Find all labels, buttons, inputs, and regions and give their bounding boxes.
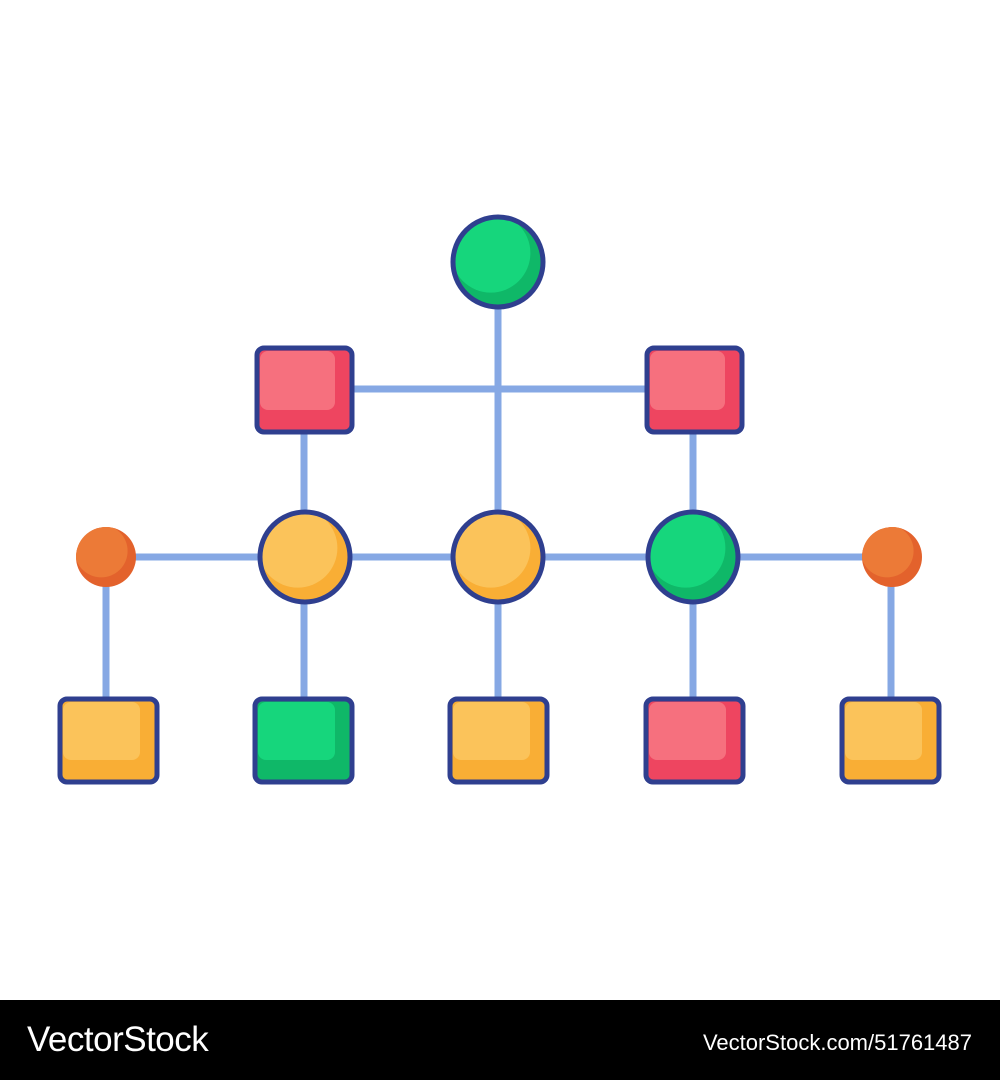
node-leaf-2 xyxy=(252,696,355,785)
node-leaf-4 xyxy=(643,696,746,785)
node-leaf-3 xyxy=(447,696,550,785)
node-left-dot xyxy=(76,527,136,587)
image-url-text: VectorStock.com/51761487 xyxy=(702,1030,972,1055)
node-right-dot xyxy=(862,527,922,587)
node-root xyxy=(450,214,546,310)
node-leaf-1 xyxy=(57,696,160,785)
node-circle-3 xyxy=(645,509,741,605)
node-mid-left-square xyxy=(254,345,355,435)
node-circle-2 xyxy=(450,509,546,605)
connector-lines xyxy=(102,305,895,700)
node-circle-1 xyxy=(257,509,353,605)
hierarchy-diagram xyxy=(57,214,942,785)
brand-logo-text: VectorStock xyxy=(27,1020,209,1059)
diagram-nodes xyxy=(57,214,942,785)
node-leaf-5 xyxy=(839,696,942,785)
diagram-canvas xyxy=(57,214,942,785)
node-mid-right-square xyxy=(644,345,745,435)
watermark-footer: VectorStock VectorStock.com/51761487 xyxy=(0,1000,1000,1080)
